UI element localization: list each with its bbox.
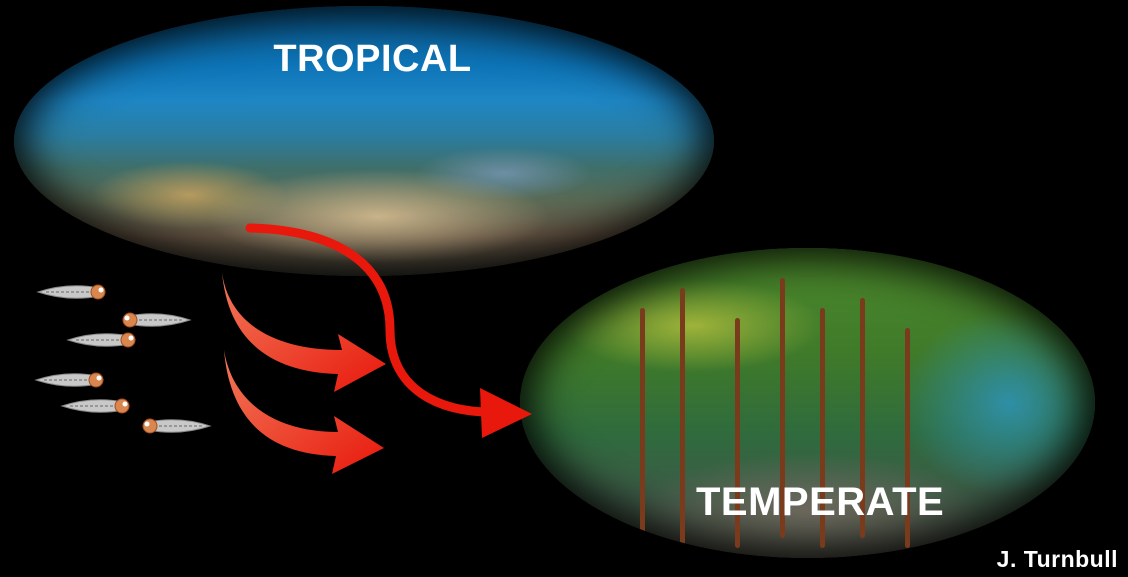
- curved-arrow-head: [480, 388, 532, 438]
- fish-larva-icon: [36, 373, 103, 387]
- fish-larva-icon: [123, 313, 190, 327]
- fish-larva-icon: [68, 333, 135, 347]
- dispersal-curved-arrow: [250, 228, 490, 412]
- fish-larva-icon: [38, 285, 105, 299]
- fish-larva-icon: [62, 399, 129, 413]
- fat-arrow-upper: [222, 272, 386, 392]
- fish-larva-icon: [143, 419, 210, 433]
